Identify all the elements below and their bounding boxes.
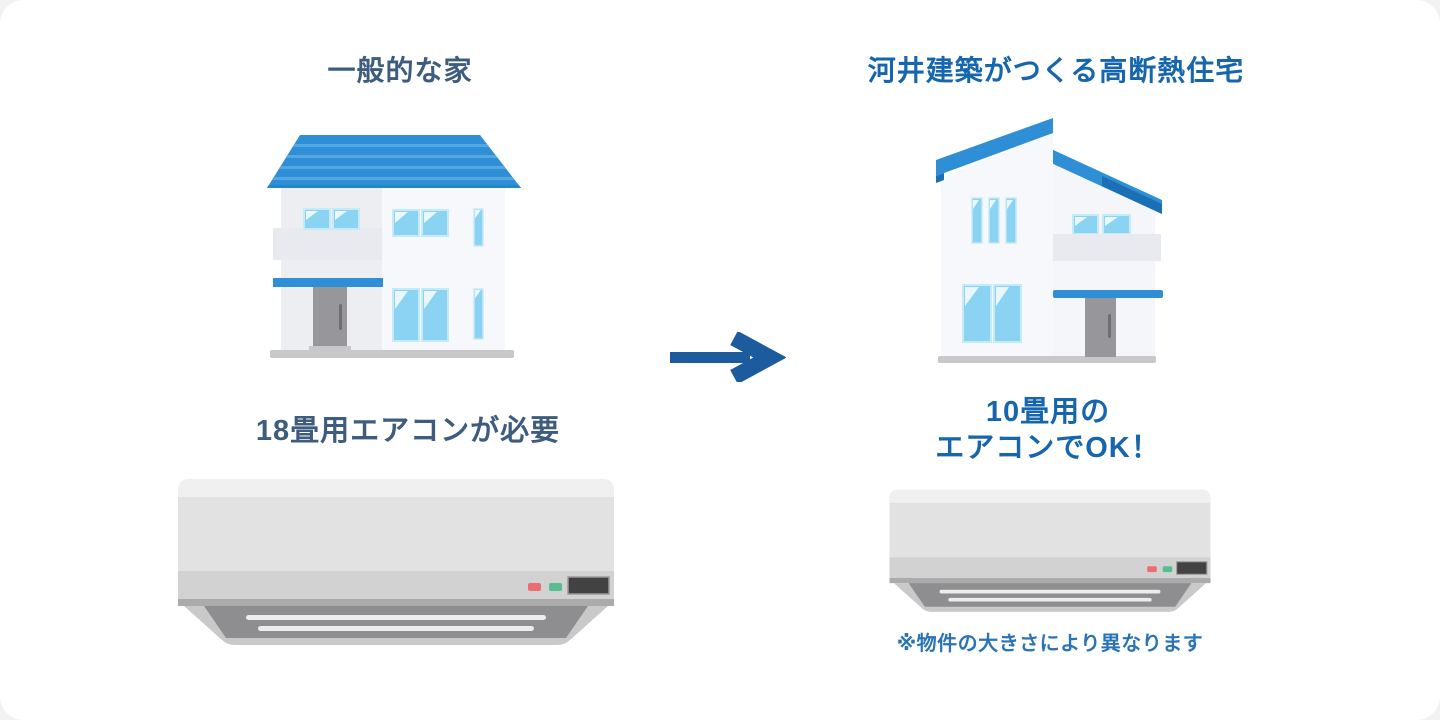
small-air-conditioner-illustration xyxy=(889,489,1211,612)
ac-red-indicator xyxy=(528,583,541,591)
right-subtitle-line-1: 10畳用の xyxy=(985,396,1111,428)
house-right-section xyxy=(1049,148,1163,357)
left-title: 一般的な家 xyxy=(327,55,473,86)
house-base xyxy=(270,350,514,358)
right-subtitle: 10畳用の エアコンでOK！ xyxy=(898,394,1198,467)
ac-red-indicator xyxy=(1147,566,1157,573)
right-title: 河井建築がつくる高断熱住宅 xyxy=(867,55,1245,86)
house-base xyxy=(938,356,1156,363)
ac-control-band xyxy=(178,571,614,599)
ac-vent xyxy=(893,583,1207,612)
typical-two-story-house-illustration xyxy=(267,135,521,358)
ac-under-strip xyxy=(178,599,614,606)
ac-vent xyxy=(184,606,608,645)
ac-display xyxy=(567,576,610,595)
upper-right-narrow-window xyxy=(473,208,484,247)
footnote: ※物件の大きさにより異なります xyxy=(896,633,1204,655)
right-arrow-icon xyxy=(670,332,786,382)
ac-green-indicator xyxy=(549,583,562,591)
ac-body xyxy=(178,479,614,599)
front-door xyxy=(309,287,351,350)
lower-middle-windows xyxy=(392,288,449,342)
upper-middle-windows xyxy=(392,209,449,237)
ac-green-indicator xyxy=(1162,566,1173,573)
door-awning xyxy=(273,278,383,287)
ac-top-strip xyxy=(889,489,1211,503)
balcony xyxy=(273,228,382,260)
lower-right-narrow-window xyxy=(473,288,484,340)
house-left-section xyxy=(936,118,1053,356)
ac-top-strip xyxy=(178,479,614,497)
modern-insulated-house-illustration xyxy=(936,118,1163,363)
right-subtitle-line-2: エアコンでOK！ xyxy=(935,432,1161,465)
ac-display xyxy=(1176,561,1208,575)
left-subtitle: 18畳用エアコンが必要 xyxy=(255,415,561,447)
ac-control-band xyxy=(889,557,1211,578)
gable-roof xyxy=(267,135,521,188)
large-air-conditioner-illustration xyxy=(178,479,614,645)
ac-under-strip xyxy=(889,577,1211,584)
ac-body xyxy=(889,489,1211,578)
upper-left-windows xyxy=(303,208,360,230)
